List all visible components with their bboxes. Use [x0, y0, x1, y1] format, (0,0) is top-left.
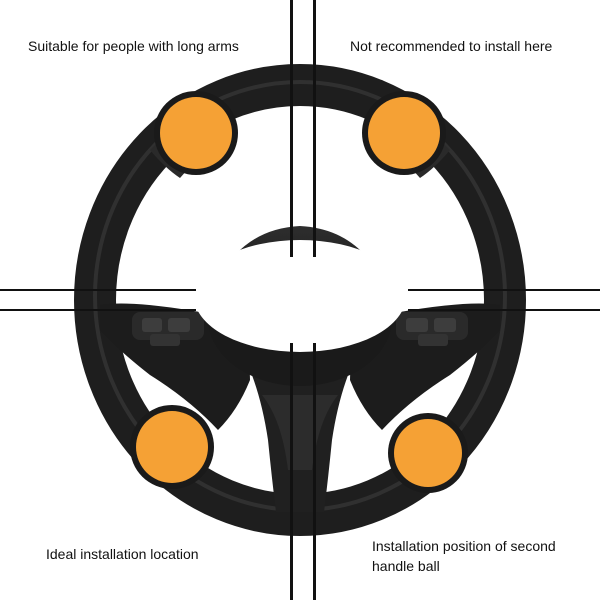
divider-right-vertical [313, 0, 316, 257]
divider-right-vertical-lower [313, 343, 316, 600]
label-bottom-right: Installation position of second handle b… [372, 538, 556, 574]
left-button [150, 334, 180, 346]
divider-top-horizontal-left [0, 289, 196, 291]
label-top-left: Suitable for people with long arms [28, 38, 239, 54]
left-button [168, 318, 190, 332]
knob-top-right [362, 91, 446, 175]
knob-bottom-left [130, 405, 214, 489]
right-button [418, 334, 448, 346]
divider-left-vertical-lower [290, 343, 293, 600]
divider-bottom-horizontal-left [0, 309, 196, 311]
label-bottom-left: Ideal installation location [46, 546, 199, 562]
knob-bottom-right [388, 413, 468, 493]
knob-top-left [154, 91, 238, 175]
lower-spoke-inner [262, 395, 338, 470]
right-button [434, 318, 456, 332]
divider-top-horizontal-right [408, 289, 600, 291]
airbag-cover [194, 240, 406, 352]
left-button [142, 318, 162, 332]
divider-left-vertical [290, 0, 293, 257]
divider-bottom-horizontal-right [408, 309, 600, 311]
label-top-right: Not recommended to install here [350, 38, 553, 54]
right-button [406, 318, 428, 332]
